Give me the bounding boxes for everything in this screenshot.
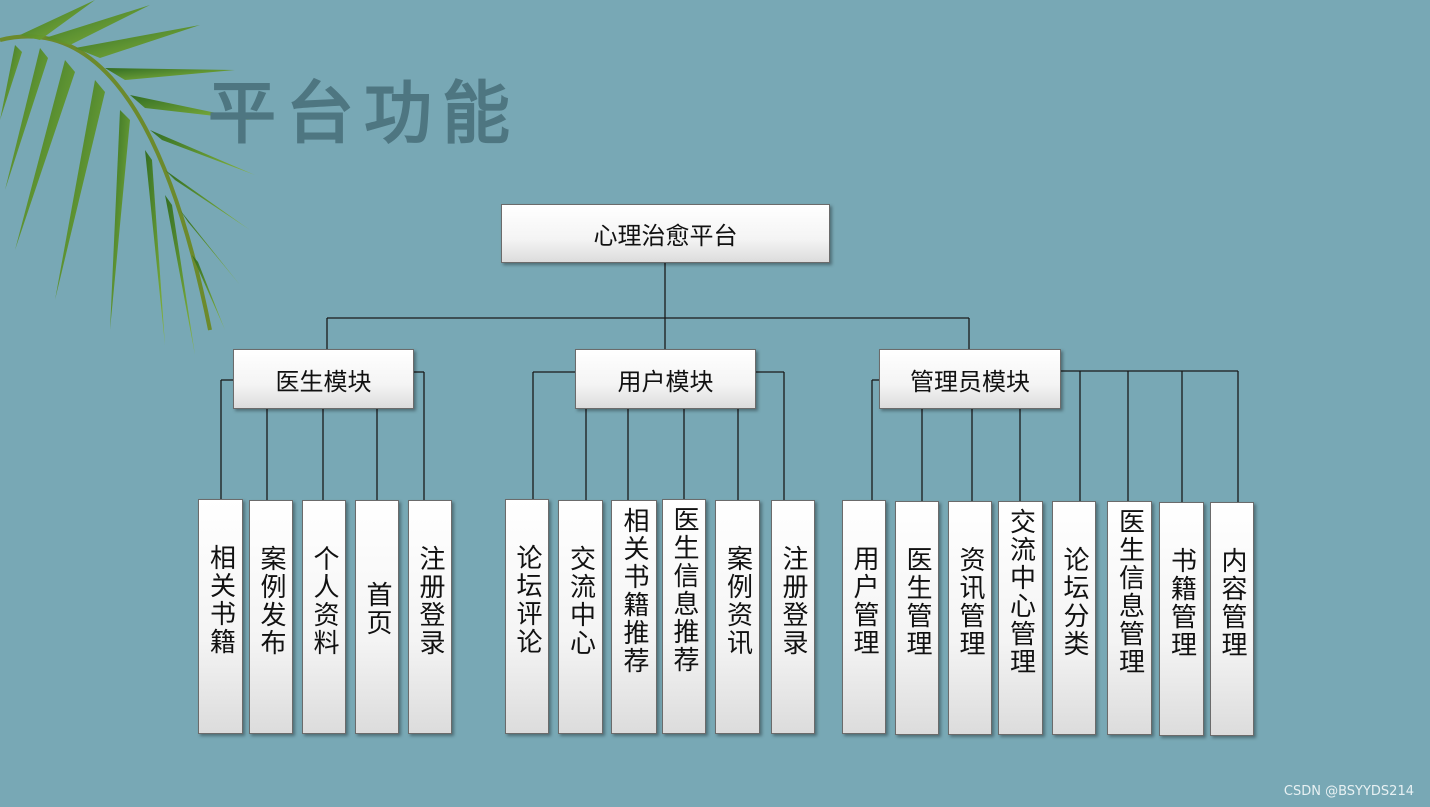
function-label: 注册登录 [778,545,808,657]
function-label: 内容管理 [1217,547,1247,659]
palm-leaf-decoration [0,0,255,355]
function-node: 论坛评论 [505,499,549,734]
function-label: 案例资讯 [722,545,753,657]
module-node-doctor: 医生模块 [233,349,414,409]
root-node: 心理治愈平台 [501,204,830,263]
function-label: 医生信息管理 [1114,508,1145,676]
function-node: 医生信息管理 [1107,501,1152,735]
function-label: 书籍管理 [1166,547,1197,659]
function-node: 交流中心管理 [998,501,1043,735]
function-label: 相关书籍 [205,544,236,656]
function-node: 案例发布 [249,500,293,734]
function-label: 医生信息推荐 [669,506,699,674]
function-node: 用户管理 [842,500,886,734]
function-node: 相关书籍 [198,499,243,734]
function-label: 用户管理 [849,545,879,657]
function-label: 案例发布 [256,545,286,657]
function-label: 交流中心管理 [1005,508,1036,676]
function-node: 交流中心 [558,500,603,734]
function-node: 论坛分类 [1052,501,1096,735]
function-label: 首页 [362,581,392,637]
function-label: 医生管理 [902,546,932,658]
function-node: 个人资料 [302,500,346,734]
module-label: 医生模块 [275,367,372,396]
function-label: 相关书籍推荐 [619,507,649,675]
function-label: 论坛分类 [1059,546,1089,658]
function-label: 注册登录 [415,545,445,657]
watermark: CSDN @BSYYDS214 [1283,784,1414,799]
function-label: 资讯管理 [955,546,985,658]
function-node: 注册登录 [408,500,452,734]
function-label: 论坛评论 [512,544,542,656]
function-node: 医生信息推荐 [662,499,706,734]
function-node: 相关书籍推荐 [611,500,657,734]
function-node: 案例资讯 [715,500,760,734]
module-label: 用户模块 [617,367,714,396]
function-node: 首页 [355,500,399,734]
function-node: 注册登录 [771,500,815,734]
module-label: 管理员模块 [910,367,1030,396]
function-label: 交流中心 [565,545,596,657]
function-node: 资讯管理 [948,501,992,735]
function-node: 内容管理 [1210,502,1254,736]
function-label: 个人资料 [309,545,339,657]
function-node: 医生管理 [895,501,939,735]
page-title: 平台功能 [208,75,521,154]
module-node-admin: 管理员模块 [879,349,1061,409]
function-node: 书籍管理 [1159,502,1204,736]
root-node-label: 心理治愈平台 [593,222,738,250]
module-node-user: 用户模块 [575,349,756,409]
